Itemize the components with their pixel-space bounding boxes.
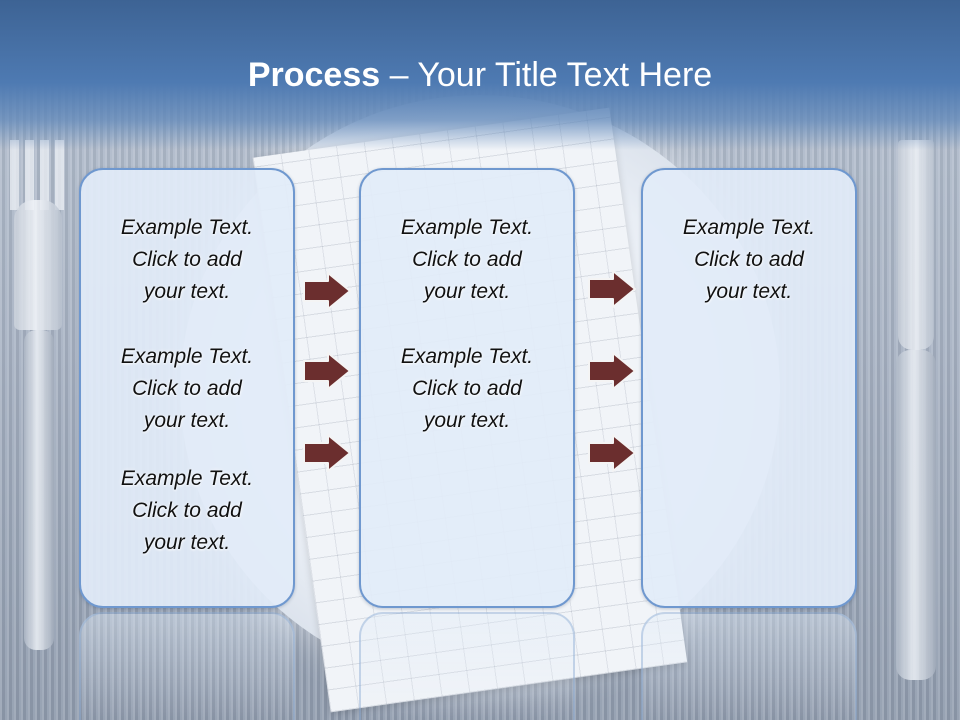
text-line: Example Text. xyxy=(400,216,534,239)
text-placeholder[interactable]: Example Text. Click to add your text. xyxy=(361,212,573,308)
text-line: Example Text. xyxy=(682,216,816,239)
text-line: Click to add xyxy=(132,248,242,271)
process-box-2[interactable]: Example Text. Click to add your text. Ex… xyxy=(359,168,575,608)
text-line: your text. xyxy=(143,280,231,303)
text-line: your text. xyxy=(423,280,511,303)
right-arrow-icon[interactable] xyxy=(302,433,352,473)
right-arrow-icon[interactable] xyxy=(587,351,637,391)
text-line: Click to add xyxy=(412,377,522,400)
right-arrow-icon[interactable] xyxy=(302,271,352,311)
right-arrow-icon[interactable] xyxy=(587,433,637,473)
text-placeholder[interactable]: Example Text. Click to add your text. xyxy=(81,212,293,308)
text-line: your text. xyxy=(705,280,793,303)
text-line: Example Text. xyxy=(120,467,254,490)
text-line: your text. xyxy=(143,531,231,554)
box-reflection xyxy=(359,612,575,720)
text-placeholder[interactable]: Example Text. Click to add your text. xyxy=(361,341,573,437)
text-line: Example Text. xyxy=(400,345,534,368)
right-arrow-icon[interactable] xyxy=(302,351,352,391)
text-line: Click to add xyxy=(412,248,522,271)
text-line: Example Text. xyxy=(120,216,254,239)
text-placeholder[interactable]: Example Text. Click to add your text. xyxy=(81,463,293,559)
fork-icon xyxy=(10,140,66,650)
knife-icon xyxy=(892,140,942,680)
text-line: Click to add xyxy=(694,248,804,271)
box-reflection xyxy=(641,612,857,720)
text-placeholder[interactable]: Example Text. Click to add your text. xyxy=(81,341,293,437)
box-reflection xyxy=(79,612,295,720)
slide-title[interactable]: Process – Your Title Text Here xyxy=(0,52,960,98)
title-banner xyxy=(0,0,960,150)
text-line: your text. xyxy=(423,409,511,432)
process-box-1[interactable]: Example Text. Click to add your text. Ex… xyxy=(79,168,295,608)
title-bold: Process xyxy=(247,56,381,94)
text-placeholder[interactable]: Example Text. Click to add your text. xyxy=(643,212,855,308)
title-rest: – Your Title Text Here xyxy=(380,56,713,94)
process-box-3[interactable]: Example Text. Click to add your text. xyxy=(641,168,857,608)
text-line: Example Text. xyxy=(120,345,254,368)
right-arrow-icon[interactable] xyxy=(587,269,637,309)
text-line: Click to add xyxy=(132,377,242,400)
text-line: Click to add xyxy=(132,499,242,522)
text-line: your text. xyxy=(143,409,231,432)
